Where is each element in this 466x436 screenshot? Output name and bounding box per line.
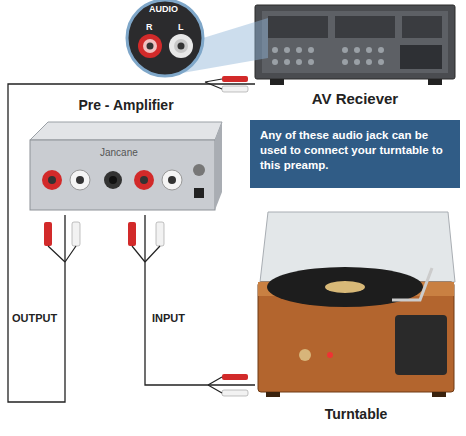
turntable-node: Turntable [255,208,457,398]
turntable-drawing [258,212,455,397]
preamp-node: Pre - Amplifier [30,120,222,215]
cable-label: INPUT [152,312,185,324]
device-name: Turntable [255,405,457,423]
rca-plugs [205,76,248,92]
receiver-drawing [255,5,455,85]
audio-cable [145,215,255,385]
rca-plugs [208,374,248,396]
channel-label: L [178,22,184,32]
note-text: Any of these audio jack can be used to c… [260,128,450,173]
channel-label: R [146,22,153,32]
receiver-node: AV Reciever [255,5,455,85]
rca-plugs [44,222,164,262]
brand-label: Jancane [100,147,138,158]
audio-cable [8,84,255,402]
device-name: Pre - Amplifier [30,96,222,114]
preamp-drawing [30,122,222,210]
device-name: AV Reciever [255,89,455,109]
audio-label: AUDIO [149,4,178,14]
cable-label: OUTPUT [12,312,57,324]
note-box: Any of these audio jack can be used to c… [250,120,460,188]
